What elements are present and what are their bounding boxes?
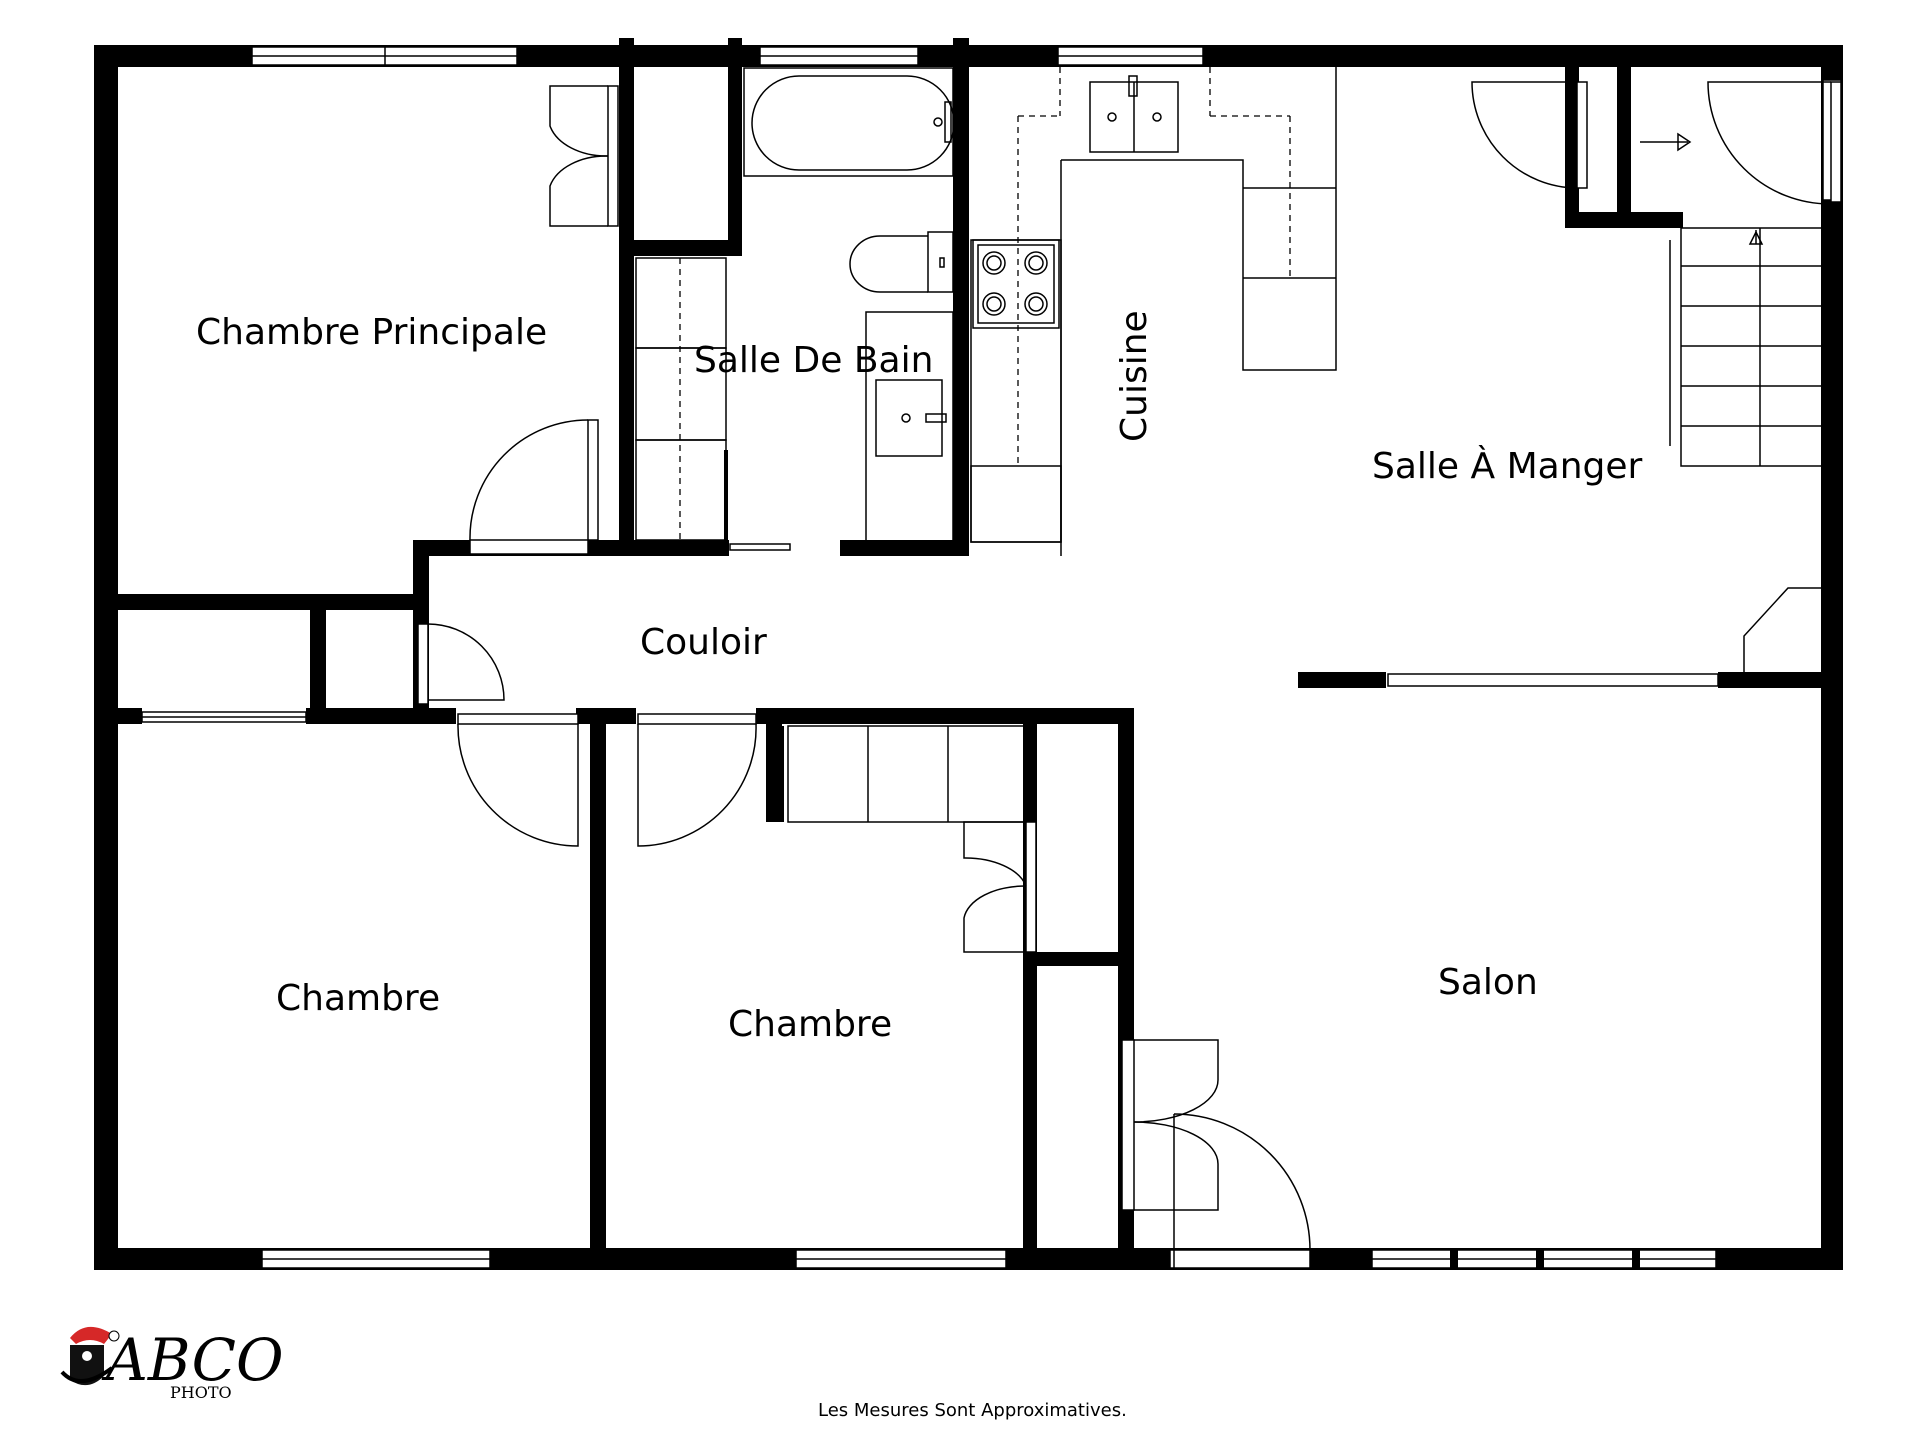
- bathtub-icon: [743, 67, 955, 177]
- closet-shelving: [635, 257, 728, 541]
- label-bedroom-left: Chambre: [276, 978, 440, 1019]
- santa-hat-icon: [70, 1326, 112, 1344]
- label-bedroom-middle: Chambre: [728, 1004, 892, 1045]
- label-living-room: Salon: [1438, 962, 1538, 1003]
- vanity-icon: [865, 311, 954, 543]
- room-labels: Chambre Principale Salle De Bain Cuisine…: [196, 310, 1643, 1045]
- staircase-icon: [1669, 227, 1824, 467]
- logo-sub: PHOTO: [170, 1383, 232, 1402]
- measurement-disclaimer: Les Mesures Sont Approximatives.: [818, 1400, 1127, 1421]
- sink-icon: [1089, 75, 1179, 153]
- label-master-bedroom: Chambre Principale: [196, 312, 547, 353]
- label-bathroom: Salle De Bain: [694, 340, 933, 381]
- stove-icon: [972, 239, 1060, 329]
- logo-name: ABCO: [101, 1326, 284, 1394]
- kitchen-fixtures: [970, 67, 1337, 556]
- bathroom-fixtures: [743, 67, 955, 543]
- interior-walls: [94, 38, 1821, 1270]
- fireplace-corner: [1743, 587, 1821, 672]
- windows: [251, 46, 1842, 1270]
- toilet-icon: [849, 231, 954, 293]
- doors: [417, 81, 1842, 1269]
- label-dining-room: Salle À Manger: [1372, 445, 1643, 487]
- sliding-window-living: [1387, 673, 1719, 687]
- label-kitchen: Cuisine: [1114, 310, 1155, 442]
- bedroom-closet-shelving: [770, 725, 1025, 823]
- storage-slider: [141, 711, 307, 723]
- label-hallway: Couloir: [640, 622, 767, 663]
- abco-photo-logo: ABCO PHOTO: [60, 1326, 284, 1402]
